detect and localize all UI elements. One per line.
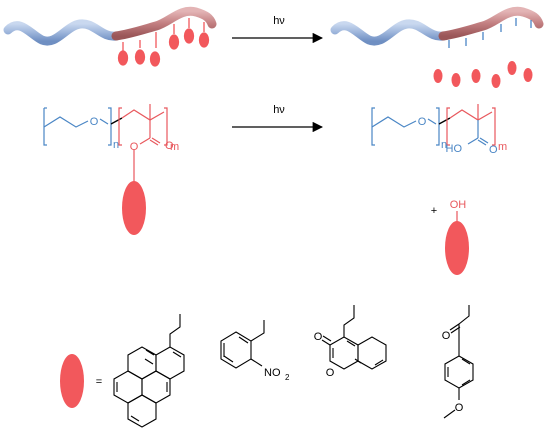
acid-hydroxyl: HO [446, 143, 463, 155]
subscript-m: m [170, 141, 179, 153]
chromophore-ellipse [117, 50, 129, 66]
chromophore-ellipse [134, 49, 146, 65]
pendant-chromophores [117, 18, 210, 67]
peo-block [371, 107, 440, 146]
nitrobenzyl-structure [220, 320, 265, 369]
nitro-group: NO [264, 367, 281, 379]
pma-block-rod [111, 6, 217, 41]
methoxy-oxygen: O [455, 402, 464, 414]
arrow-label-hv: hν [273, 104, 285, 116]
chromophore-ellipse [507, 61, 517, 75]
chromophore-ellipse [122, 181, 146, 235]
middle-reaction-arrow: hν [232, 104, 324, 133]
chromophore-ellipse [183, 28, 195, 44]
acid-stubs [448, 18, 532, 48]
chromophore-ellipse [523, 68, 533, 82]
block-junction-bond [438, 117, 451, 125]
pyrenylmethyl-structure [113, 314, 185, 428]
ester-block [118, 104, 168, 170]
chromophore-ellipse [168, 34, 180, 50]
carboxylic-acid [467, 120, 489, 146]
subscript-n: n [441, 139, 447, 151]
chromophore-ellipse [198, 32, 210, 48]
chromophore-ellipse [433, 69, 443, 83]
ether-oxygen: O [418, 116, 427, 128]
lactone-ring-oxygen: O [326, 367, 335, 379]
released-chromophores [433, 61, 533, 88]
chromophore-ellipse [149, 51, 161, 67]
carbonyl-oxygen: O [165, 140, 174, 152]
arrow-label-hv: hν [273, 15, 285, 27]
nitro-subscript: 2 [285, 373, 290, 382]
methoxyphenacyl-structure [443, 305, 474, 419]
acid-carbonyl-oxygen: O [489, 144, 498, 156]
chromophore-legend: = NO 2 [60, 305, 474, 428]
chromophore-ellipse [471, 69, 481, 83]
released-alcohol: + OH [431, 199, 469, 275]
coumarinylmethyl-structure [321, 305, 387, 370]
chromophore-ellipse [491, 74, 501, 88]
peo-block-rod [330, 19, 448, 46]
acid-block-rod [438, 6, 544, 41]
peo-block-rod [3, 19, 121, 46]
ether-oxygen: O [90, 116, 99, 128]
lactone-exo-oxygen: O [314, 331, 323, 343]
equals-sign: = [96, 376, 102, 388]
subscript-m: m [498, 141, 507, 153]
ketone-oxygen: O [442, 330, 451, 342]
plus-sign: + [431, 205, 437, 217]
peo-block [43, 107, 112, 146]
top-reaction-arrow: hν [232, 15, 324, 44]
ester-oxygen: O [130, 141, 139, 153]
cartoon-polymer-before [3, 6, 217, 67]
block-copolymer-structure: O n O O m [43, 104, 179, 235]
hydroxyl-label: OH [450, 199, 467, 211]
chromophore-ellipse [451, 73, 461, 87]
acid-copolymer-structure: O n HO O m [371, 104, 507, 156]
subscript-n: n [113, 139, 119, 151]
block-junction-bond [110, 117, 123, 125]
legend-ellipse [60, 354, 84, 408]
chromophore-ellipse [445, 221, 469, 275]
cartoon-polymer-after [330, 6, 544, 88]
acid-block [446, 104, 496, 146]
